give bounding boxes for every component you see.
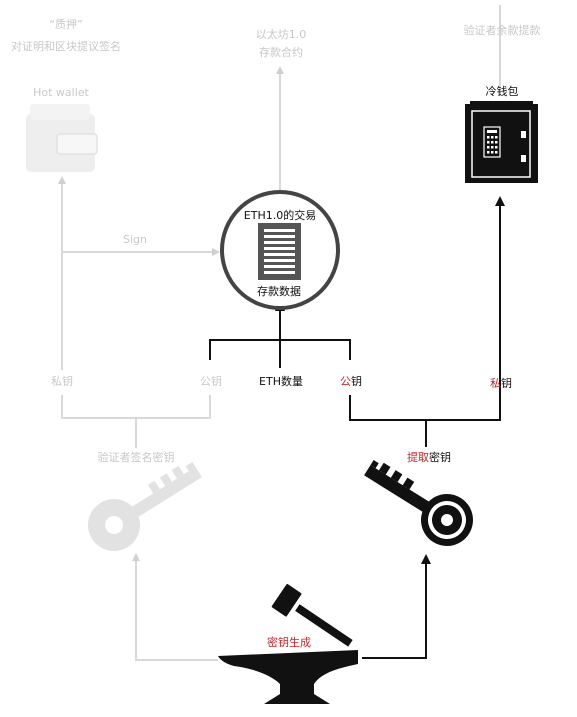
withdrawal-bracket <box>349 372 501 421</box>
public-key-right-highlight: 公 <box>340 375 351 388</box>
public-key-right-label: 公钥 <box>340 375 362 389</box>
pledge-subtitle: 对证明和区块提议签名 <box>11 40 121 53</box>
anvil-hammer-icon <box>218 584 358 704</box>
private-key-right-label: 私钥 <box>490 377 512 391</box>
pledge-title: “质押” <box>49 18 83 31</box>
validator-withdraw-label: 验证者余款提款 <box>463 24 541 37</box>
dark-connectors <box>209 196 505 659</box>
eth1-deposit-label-line1: 以太坊1.0 <box>255 28 307 41</box>
sign-arrow <box>61 248 220 268</box>
arrow-to-withdrawal-key <box>362 554 431 659</box>
withdrawal-key-rest: 密钥 <box>429 451 451 464</box>
deposit-data-label: 存款数据 <box>257 285 301 298</box>
eth1-transaction-label: ETH1.0的交易 <box>243 209 317 222</box>
faded-connectors <box>58 5 501 661</box>
eth-amount-label: ETH数量 <box>259 375 303 388</box>
private-key-right-rest: 钥 <box>501 377 512 390</box>
validator-signing-key-label: 验证者签名密钥 <box>97 451 175 464</box>
left-key-bracket <box>61 395 211 419</box>
sign-label: Sign <box>123 233 147 246</box>
cold-wallet-label: 冷钱包 <box>485 85 519 98</box>
public-key-left-label: 公钥 <box>200 375 222 388</box>
withdrawal-key-label: 提取密钥 <box>407 451 451 465</box>
withdrawal-key-highlight: 提取 <box>407 451 429 464</box>
hot-wallet-label: Hot wallet <box>33 86 89 99</box>
arrow-to-signing-key <box>132 553 218 661</box>
public-key-right-rest: 钥 <box>351 375 362 388</box>
eth1-deposit-label-line2: 存款合约 <box>259 46 303 59</box>
key-icon <box>88 461 202 551</box>
wallet-icon <box>26 104 98 172</box>
document-icon <box>258 223 301 280</box>
key-icon <box>364 460 473 546</box>
private-key-left-label: 私钥 <box>51 375 73 388</box>
safe-icon <box>465 101 538 183</box>
key-generation-label: 密钥生成 <box>267 636 311 649</box>
private-key-right-highlight: 私 <box>490 377 501 390</box>
